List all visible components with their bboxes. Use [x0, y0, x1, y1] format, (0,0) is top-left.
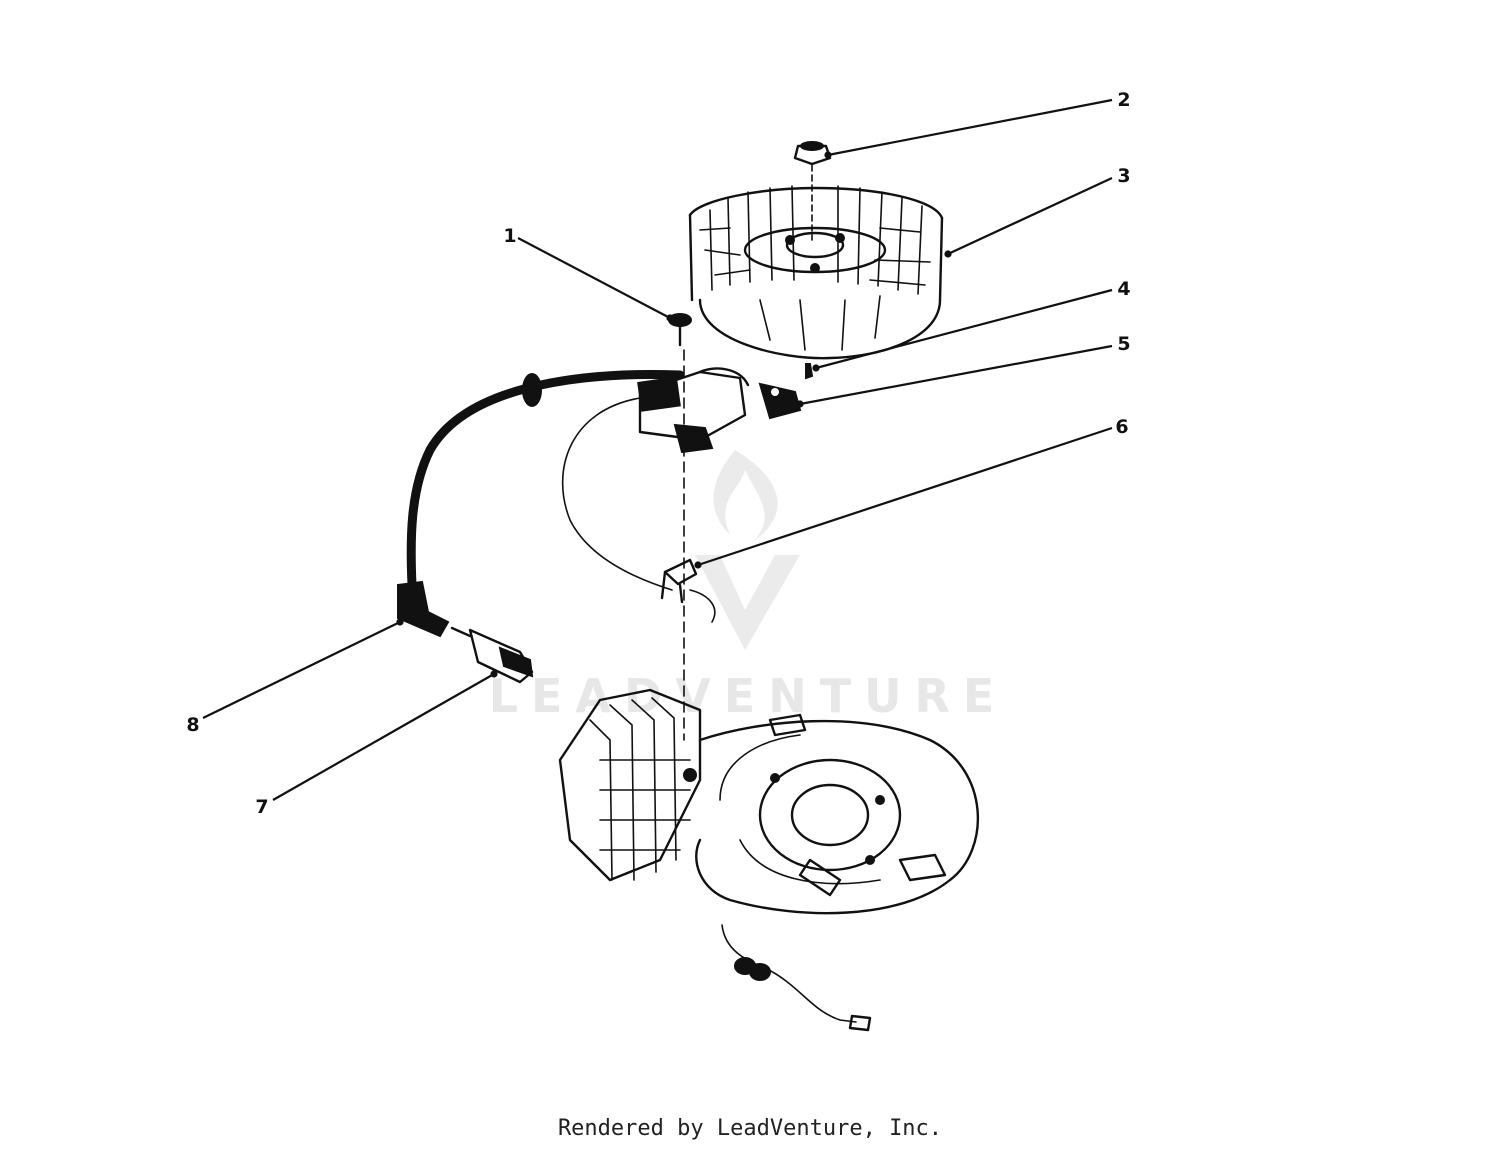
engine-block	[558, 688, 980, 915]
flywheel-nut	[793, 141, 832, 166]
spark-plug-boot	[397, 580, 450, 638]
callout-8: 8	[186, 714, 199, 736]
leader-lines	[202, 98, 1113, 801]
ignition-module	[637, 367, 802, 454]
ground-wire	[561, 397, 673, 591]
callout-5: 5	[1117, 333, 1130, 355]
flywheel	[688, 185, 944, 360]
callout-2: 2	[1117, 89, 1130, 111]
flywheel-key	[805, 363, 814, 380]
callout-7: 7	[255, 796, 268, 818]
watermark-logo	[695, 450, 800, 650]
rendered-by-footer: Rendered by LeadVenture, Inc.	[557, 1116, 943, 1141]
callout-1: 1	[503, 225, 516, 247]
spark-plug-wire	[406, 369, 685, 590]
wire-clip	[660, 558, 716, 623]
callout-3: 3	[1117, 165, 1130, 187]
watermark-text: LEADVENTURE	[489, 669, 1008, 723]
callout-4: 4	[1117, 278, 1130, 300]
stop-switch-wire	[721, 924, 872, 1032]
leader-dots	[396, 151, 952, 678]
spark-plug	[450, 626, 534, 684]
callout-6: 6	[1115, 416, 1128, 438]
